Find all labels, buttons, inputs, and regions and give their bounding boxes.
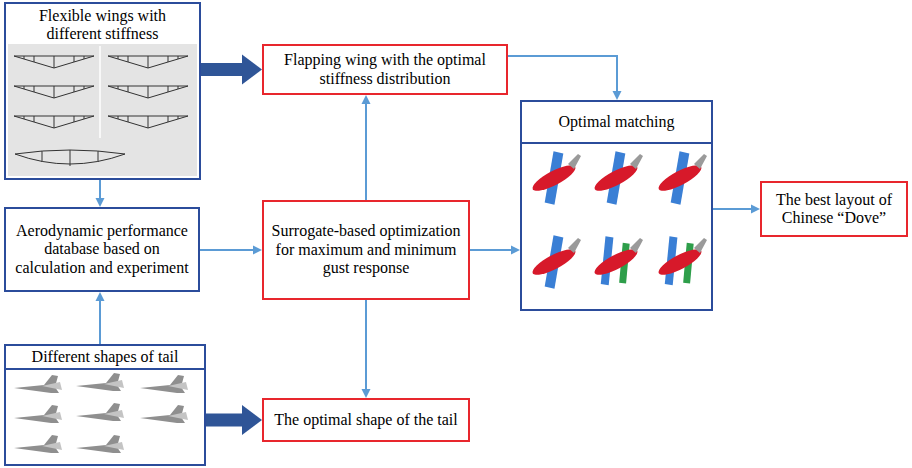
tail-sample xyxy=(76,403,124,421)
wing-sample xyxy=(108,116,188,128)
arrowhead xyxy=(362,389,371,398)
block-arrow xyxy=(201,55,262,85)
connector-line xyxy=(365,300,367,390)
text-holder: Flexible wings with different stiffness xyxy=(6,4,199,46)
flow-arrow xyxy=(200,246,262,255)
flow-arrow xyxy=(508,56,622,100)
text-holder: The best layout of Chinese “Dove” xyxy=(762,189,906,230)
tail-sample xyxy=(140,375,188,393)
connector-line xyxy=(99,180,101,199)
connector-line xyxy=(365,103,367,200)
result-box: The optimal shape of the tail xyxy=(262,398,470,442)
connector-line xyxy=(201,63,243,76)
node-text: Optimal matching xyxy=(559,113,675,131)
tail-sample xyxy=(76,435,124,453)
connector-line xyxy=(200,249,254,251)
node-text: Aerodynamic performance database based o… xyxy=(12,222,192,277)
wing-sample xyxy=(14,56,94,68)
tail-sample xyxy=(14,435,62,453)
image-panel: Optimal matching xyxy=(520,100,713,311)
panel-heading: Different shapes of tail xyxy=(6,346,204,370)
layout-thumbnail xyxy=(656,151,707,204)
wing-photo xyxy=(8,44,197,176)
flow-arrow xyxy=(362,300,371,398)
arrowhead xyxy=(96,198,105,207)
layout-thumbnail xyxy=(530,235,581,288)
arrowhead xyxy=(613,91,622,100)
arrowhead xyxy=(242,55,262,85)
layout-thumbnail xyxy=(530,151,581,204)
connector-line xyxy=(99,300,101,344)
flow-arrow xyxy=(362,95,371,200)
layout-panel xyxy=(524,144,709,307)
flow-arrow xyxy=(470,246,520,255)
text-holder: Flapping wing with the optimal stiffness… xyxy=(264,49,506,90)
node-text: Flexible wings with different stiffness xyxy=(12,7,193,44)
tail-sample xyxy=(14,375,62,393)
arrowhead xyxy=(511,246,520,255)
tail-sample xyxy=(140,405,188,423)
flow-arrow xyxy=(96,292,105,344)
wing-sample xyxy=(14,86,94,98)
panel-heading: Optimal matching xyxy=(522,102,711,144)
arrowhead xyxy=(242,405,262,435)
wing-sample xyxy=(15,150,125,166)
arrowhead xyxy=(362,95,371,104)
arrowhead xyxy=(253,246,262,255)
layout-thumbnail xyxy=(592,151,643,204)
tail-sample xyxy=(76,373,124,391)
layout-thumbnail xyxy=(656,236,707,285)
text-holder: Aerodynamic performance database based o… xyxy=(6,220,198,279)
tail-sample xyxy=(14,405,62,423)
image-panel: Flexible wings with different stiffness xyxy=(4,2,201,180)
flow-arrow xyxy=(713,205,760,214)
node-text: The best layout of Chinese “Dove” xyxy=(768,191,900,228)
connector-line xyxy=(206,414,243,427)
connector-line xyxy=(508,56,617,92)
process-box: Aerodynamic performance database based o… xyxy=(4,207,200,292)
arrowhead xyxy=(96,292,105,301)
node-text: Flapping wing with the optimal stiffness… xyxy=(270,51,500,88)
wing-sample xyxy=(108,56,188,68)
node-text: The optimal shape of the tail xyxy=(274,411,458,429)
flow-arrow xyxy=(96,180,105,207)
result-box: Flapping wing with the optimal stiffness… xyxy=(262,44,508,95)
connector-line xyxy=(713,208,752,210)
block-arrow xyxy=(206,405,262,435)
image-panel: Different shapes of tail xyxy=(4,344,206,466)
text-holder: The optimal shape of the tail xyxy=(268,409,464,431)
result-box: The best layout of Chinese “Dove” xyxy=(760,181,908,237)
wing-sample xyxy=(14,116,94,128)
node-text: Different shapes of tail xyxy=(32,348,179,366)
arrowhead xyxy=(751,205,760,214)
photo-divider xyxy=(99,46,101,138)
text-holder: Surrogate-based optimization for maximum… xyxy=(264,220,468,279)
process-box: Surrogate-based optimization for maximum… xyxy=(262,200,470,300)
node-text: Surrogate-based optimization for maximum… xyxy=(270,222,462,277)
connector-line xyxy=(470,249,512,251)
layout-thumbnail xyxy=(592,236,643,285)
wing-sample xyxy=(108,86,188,98)
